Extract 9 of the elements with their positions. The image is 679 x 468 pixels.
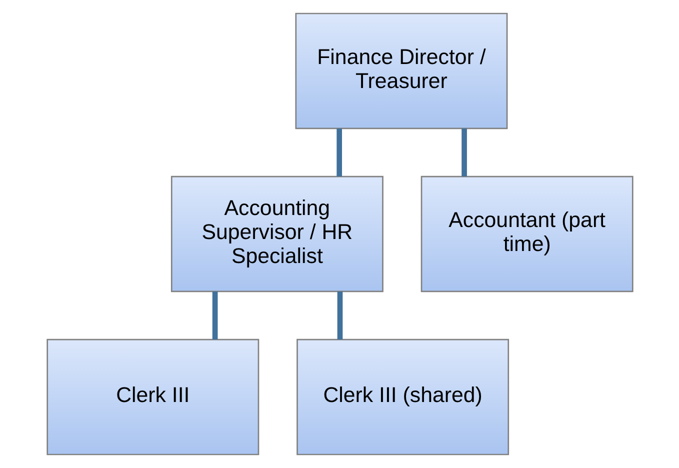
node-box: Finance Director / Treasurer [294,12,508,130]
connector [336,128,342,176]
node-box: Accountant (part time) [420,176,633,292]
connector [461,128,466,176]
node-box: Accounting Supervisor / HR Specialist [170,176,383,292]
connector [336,291,342,340]
node-box: Clerk III (shared) [296,338,509,456]
node-box: Clerk III [46,338,259,456]
connector [212,291,218,340]
